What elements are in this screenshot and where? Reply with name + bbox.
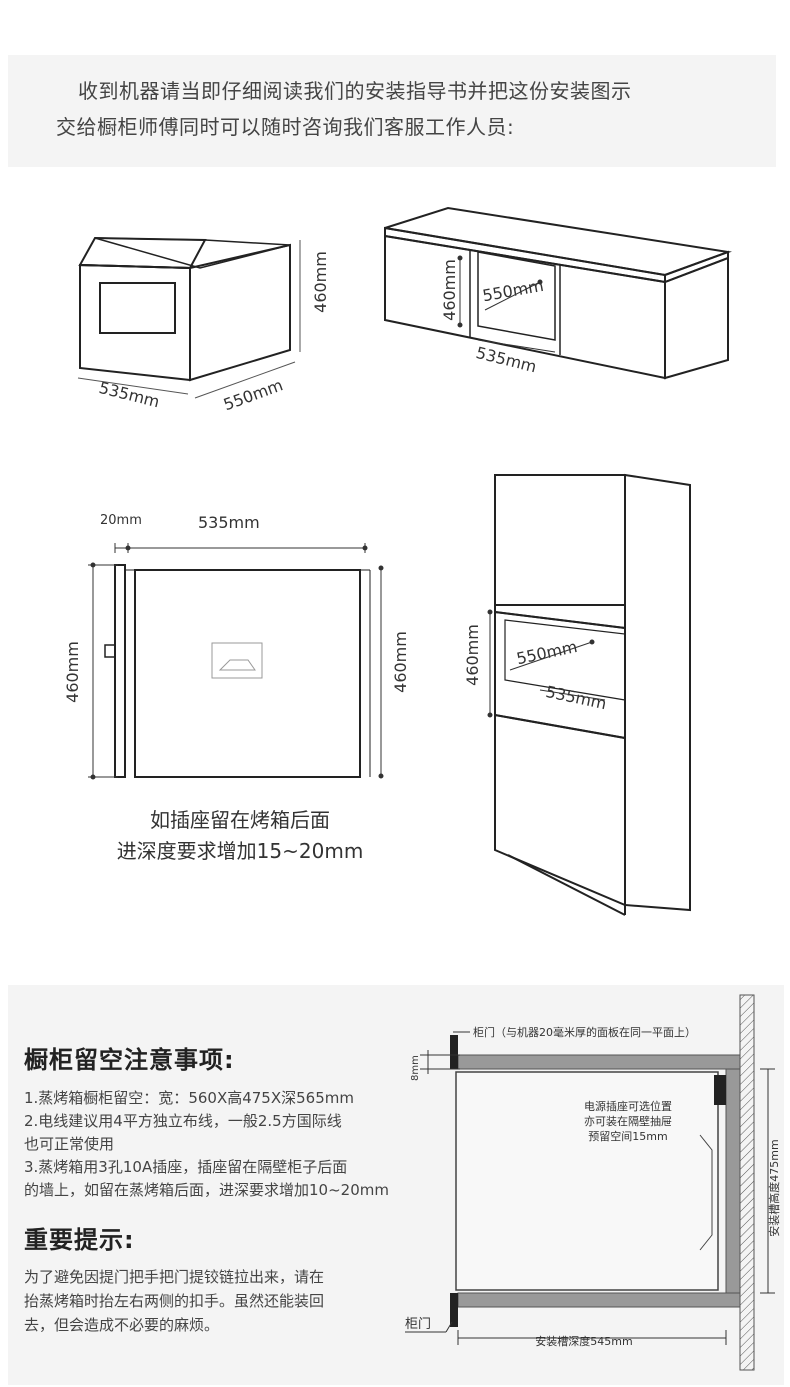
fig4-height-label: 460mm [463, 624, 482, 686]
fig5-upper-door-edge [450, 1035, 458, 1069]
fig5-socket-line-3: 预留空间15mm [588, 1129, 667, 1143]
tip-line: 为了避免因提门把手把门提铰链拉出来，请在 [24, 1268, 325, 1286]
note-line: 3.蒸烤箱用3孔10A插座，插座留在隔壁柜子后面 [24, 1158, 348, 1176]
fig5-cross-section [450, 994, 755, 1371]
fig2-height-label: 460mm [440, 259, 459, 321]
fig1-oven-side [189, 243, 291, 382]
tip-title: 重要提示: [24, 1226, 135, 1254]
fig5-socket-line-2: 亦可装在隔壁抽屉 [584, 1114, 672, 1128]
fig3-height-left-label: 460mm [63, 641, 82, 703]
fig1-oven-isometric [78, 236, 291, 382]
fig2-dimension-lines [457, 255, 556, 353]
fig1-width-label: 535mm [97, 378, 161, 411]
fig4-upper-door [494, 474, 626, 606]
fig5-bottom-board [457, 1292, 741, 1308]
tip-line: 去，但会造成不必要的麻烦。 [24, 1316, 220, 1334]
fig4-lower-door [494, 713, 626, 907]
fig3-side-view [104, 564, 371, 778]
fig5-height-label: 安装槽高度475mm [767, 1139, 781, 1236]
fig4-width-label: 535mm [544, 682, 608, 713]
note-line: 2.电线建议用4平方独立布线，一般2.5方国际线 [24, 1112, 342, 1130]
fig3-vent [211, 642, 263, 679]
fig3-handle [104, 644, 116, 658]
fig5-wall [739, 994, 755, 1371]
fig5-dimension-lines [405, 1031, 775, 1345]
fig3-height-right-label: 460mm [391, 631, 410, 693]
fig5-socket-line-1: 电源插座可选位置 [584, 1099, 672, 1113]
fig4-dimension-lines [487, 609, 606, 718]
note-line: 也可正常使用 [24, 1135, 115, 1153]
fig3-caption-line-1: 如插座留在烤箱后面 [150, 808, 330, 832]
notes-title: 橱柜留空注意事项: [24, 1046, 235, 1074]
fig3-dimension-lines [88, 543, 384, 780]
fig2-cabinet-side [664, 256, 729, 380]
fig3-gap-label: 20mm [100, 513, 142, 528]
fig5-top-label: 柜门（与机器20毫米厚的面板在同一平面上） [473, 1025, 696, 1039]
fig5-back-board [725, 1068, 741, 1294]
fig1-dimension-lines [77, 240, 301, 399]
intro-line-1: 收到机器请当即仔细阅读我们的安装指导书并把这份安装图示 [78, 79, 632, 103]
fig1-height-label: 460mm [311, 251, 330, 313]
fig1-depth-label: 550mm [221, 375, 285, 414]
fig2-opening [477, 251, 556, 341]
fig5-lower-door-edge [450, 1293, 458, 1327]
note-line: 的墙上，如留在蒸烤箱后面，进深要求增加10~20mm [24, 1181, 389, 1199]
fig5-depth-label: 安装槽深度545mm [535, 1334, 632, 1348]
intro-banner: 收到机器请当即仔细阅读我们的安装指导书并把这份安装图示 交给橱柜师傅同时可以随时… [8, 55, 776, 167]
fig5-oven-body [455, 1071, 719, 1291]
fig4-tall-cabinet [494, 473, 691, 916]
fig5-door-label: 柜门 [405, 1317, 431, 1332]
fig5-top-board [457, 1054, 741, 1070]
fig3-front-panel [114, 564, 126, 778]
fig5-thickness-label: 8mm [410, 1055, 421, 1081]
fig5-socket [714, 1075, 726, 1105]
fig3-caption-line-2: 进深度要求增加15~20mm [117, 839, 364, 863]
fig1-oven-window [99, 282, 176, 334]
fig3-width-label: 535mm [198, 513, 260, 532]
tip-line: 抬蒸烤箱时抬左右两侧的扣手。虽然还能装回 [24, 1292, 325, 1310]
note-line: 1.蒸烤箱橱柜留空：宽：560X高475X深565mm [24, 1089, 354, 1107]
notes-text-block: 橱柜留空注意事项: 1.蒸烤箱橱柜留空：宽：560X高475X深565mm 2.… [24, 1040, 454, 1337]
intro-line-2: 交给橱柜师傅同时可以随时咨询我们客服工作人员: [56, 115, 515, 139]
fig4-depth-label: 550mm [515, 637, 579, 668]
fig2-low-cabinet [384, 206, 732, 380]
fig3-oven-body [134, 569, 361, 778]
fig2-depth-label: 550mm [481, 276, 545, 305]
